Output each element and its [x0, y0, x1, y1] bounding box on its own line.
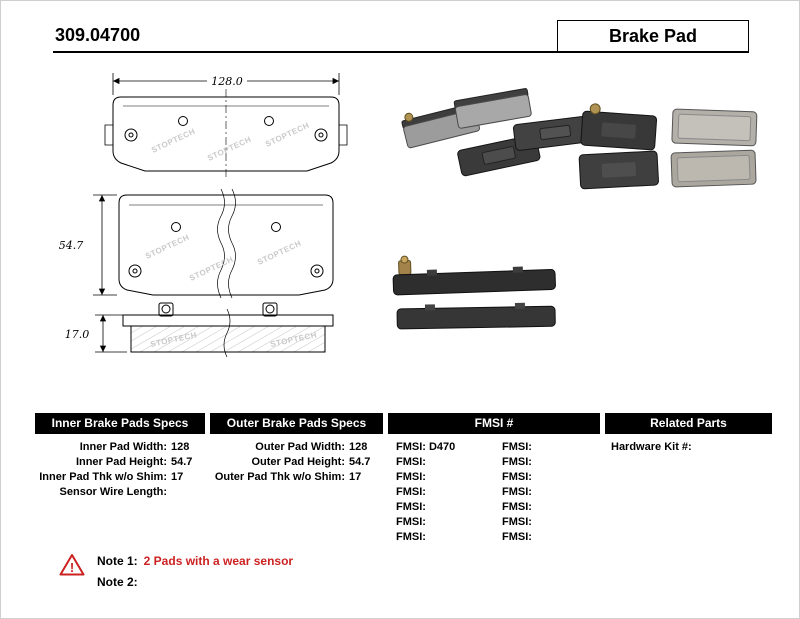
wear-sensor	[404, 112, 414, 122]
height-dim-label: 54.7	[59, 239, 84, 252]
fmsi-row: FMSI: FMSI:	[388, 485, 600, 500]
pad-inner-view-drawing: STOPTECH STOPTECH STOPTECH	[118, 188, 334, 299]
fmsi-label: FMSI:	[502, 516, 532, 528]
spec-row: Inner Pad Height: 54.7	[35, 455, 205, 470]
stoptech-watermark: STOPTECH	[206, 135, 253, 163]
spec-label: Inner Pad Width:	[79, 441, 167, 453]
pads-photo-angled	[401, 88, 596, 177]
pads-photo-pairs	[578, 103, 758, 190]
fmsi-label: FMSI:	[502, 486, 532, 498]
spec-value: 128	[349, 441, 368, 453]
spec-row: Outer Pad Thk w/o Shim: 17	[210, 470, 383, 485]
fmsi-row: FMSI: FMSI:	[388, 470, 600, 485]
pad-side-view-drawing: STOPTECH STOPTECH	[122, 302, 334, 358]
inner-specs-header: Inner Brake Pads Specs	[35, 413, 205, 434]
fmsi-label: FMSI:	[396, 456, 426, 468]
notes-section: ! Note 1: 2 Pads with a wear sensor Note …	[59, 551, 293, 593]
page-header: 309.04700 Brake Pad	[53, 19, 749, 53]
spec-value: 54.7	[349, 456, 371, 468]
width-dim-label: 128.0	[211, 75, 243, 88]
note1-label: Note 1:	[97, 554, 138, 568]
fmsi-label: FMSI:	[396, 471, 426, 483]
width-dimension: 128.0	[112, 73, 340, 95]
warning-icon: !	[59, 554, 85, 576]
fmsi-row: FMSI: FMSI:	[388, 500, 600, 515]
spec-value: 54.7	[171, 456, 193, 468]
spec-label: Inner Pad Thk w/o Shim:	[39, 471, 167, 483]
spec-row: Sensor Wire Length:	[35, 485, 205, 500]
fmsi-row: FMSI: FMSI:	[388, 455, 600, 470]
fmsi-label: FMSI:	[396, 441, 426, 453]
spec-row: Outer Pad Width: 128	[210, 440, 383, 455]
note-1: Note 1: 2 Pads with a wear sensor	[97, 551, 293, 572]
fmsi-label: FMSI:	[396, 516, 426, 528]
pad-front-view-drawing: STOPTECH STOPTECH STOPTECH	[104, 89, 348, 179]
note1-text: 2 Pads with a wear sensor	[143, 554, 294, 568]
spec-value: 17	[171, 471, 184, 483]
fmsi-label: FMSI:	[502, 471, 532, 483]
outer-specs-header: Outer Brake Pads Specs	[210, 413, 383, 434]
spec-value: 128	[171, 441, 190, 453]
related-parts-column: Related Parts Hardware Kit #:	[605, 413, 772, 545]
svg-text:!: !	[70, 560, 74, 575]
spec-label: Outer Pad Width:	[255, 441, 345, 453]
specs-table: Inner Brake Pads Specs Inner Pad Width: …	[35, 413, 772, 545]
inner-specs-column: Inner Brake Pads Specs Inner Pad Width: …	[35, 413, 205, 545]
spec-row: Outer Pad Height: 54.7	[210, 455, 383, 470]
fmsi-label: FMSI:	[502, 441, 532, 453]
related-label: Hardware Kit #:	[611, 441, 692, 453]
fmsi-header: FMSI #	[388, 413, 600, 434]
stoptech-watermark: STOPTECH	[188, 255, 235, 283]
stoptech-watermark: STOPTECH	[150, 127, 197, 155]
fmsi-label: FMSI:	[396, 501, 426, 513]
fmsi-label: FMSI:	[502, 456, 532, 468]
note-2: Note 2:	[97, 572, 293, 593]
fmsi-label: FMSI:	[396, 531, 426, 543]
spec-row: Inner Pad Thk w/o Shim: 17	[35, 470, 205, 485]
related-parts-header: Related Parts	[605, 413, 772, 434]
thickness-dimension: 17.0	[65, 314, 127, 353]
spec-label: Inner Pad Height:	[75, 456, 167, 468]
spec-label: Sensor Wire Length:	[59, 486, 167, 498]
stoptech-watermark: STOPTECH	[256, 239, 303, 267]
fmsi-row: FMSI: FMSI:	[388, 515, 600, 530]
fmsi-row: FMSI: FMSI:	[388, 530, 600, 545]
related-row: Hardware Kit #:	[605, 440, 772, 455]
thickness-dim-label: 17.0	[65, 328, 90, 341]
fmsi-label: FMSI:	[396, 486, 426, 498]
pads-photo-stacked	[392, 255, 556, 330]
fmsi-column: FMSI # FMSI:D470 FMSI: FMSI: FMSI: FMSI:…	[388, 413, 600, 545]
fmsi-value: D470	[428, 441, 456, 453]
part-number: 309.04700	[55, 25, 141, 45]
spec-label: Outer Pad Height:	[251, 456, 345, 468]
product-title: Brake Pad	[557, 20, 749, 51]
spec-row: Inner Pad Width: 128	[35, 440, 205, 455]
height-dimension: 54.7	[59, 194, 117, 296]
stoptech-watermark: STOPTECH	[144, 233, 191, 261]
spec-value: 17	[349, 471, 362, 483]
spec-label: Outer Pad Thk w/o Shim:	[214, 471, 345, 483]
wear-sensor	[589, 103, 601, 115]
spec-value	[171, 485, 205, 500]
note2-label: Note 2:	[97, 575, 138, 589]
fmsi-label: FMSI:	[502, 501, 532, 513]
outer-specs-column: Outer Brake Pads Specs Outer Pad Width: …	[210, 413, 383, 545]
fmsi-label: FMSI:	[502, 531, 532, 543]
fmsi-row: FMSI:D470 FMSI:	[388, 440, 600, 455]
technical-figure: 128.0 STOPTECH STOPTECH STOPTECH 54.7	[59, 73, 758, 358]
